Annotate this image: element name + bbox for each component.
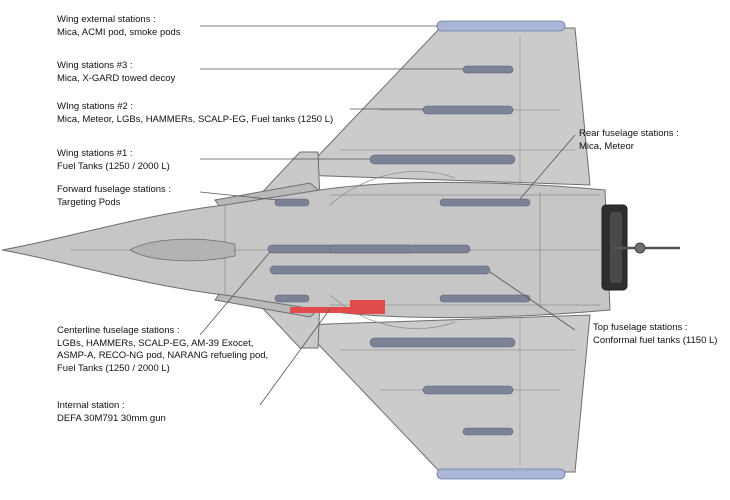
canopy — [129, 238, 236, 262]
wing-2-title: WIng stations #2 : — [57, 101, 134, 112]
top-fuselage-detail: Conformal fuel tanks (1150 L) — [593, 334, 718, 346]
wing-stations-1-label: Wing stations #1 : Fuel Tanks (1250 / 20… — [57, 148, 170, 173]
wingtip-pods — [436, 20, 566, 480]
wing-stations-3-label: Wing stations #3 : Mica, X-GARD towed de… — [57, 60, 175, 85]
refueling-probe-icon — [615, 242, 680, 254]
wing-external-detail: Mica, ACMI pod, smoke pods — [57, 26, 181, 38]
forward-fuselage-detail: Targeting Pods — [57, 196, 121, 208]
wing-1-title: Wing stations #1 : — [57, 148, 133, 159]
centerline-fuselage-stations-label: Centerline fuselage stations : LGBs, HAM… — [57, 325, 268, 375]
forward-fuselage-title: Forward fuselage stations : — [57, 184, 172, 195]
centerline-line-1: LGBs, HAMMERs, SCALP-EG, AM-39 Exocet, — [57, 337, 254, 349]
rear-fuselage-stations-label: Rear fuselage stations : Mica, Meteor — [579, 128, 679, 153]
wing-3-title: Wing stations #3 : — [57, 60, 133, 71]
internal-detail: DEFA 30M791 30mm gun — [57, 412, 166, 424]
internal-title: Internal station : — [57, 400, 125, 411]
wing-stations-2-label: WIng stations #2 : Mica, Meteor, LGBs, H… — [57, 101, 333, 126]
wing-external-stations-label: Wing external stations : Mica, ACMI pod,… — [57, 14, 181, 39]
wing-2-detail: Mica, Meteor, LGBs, HAMMERs, SCALP-EG, F… — [57, 113, 334, 125]
centerline-line-3: Fuel Tanks (1250 / 2000 L) — [57, 362, 170, 374]
centerline-title: Centerline fuselage stations : — [57, 325, 180, 336]
internal-station-label: Internal station : DEFA 30M791 30mm gun — [57, 400, 166, 425]
wing-3-detail: Mica, X-GARD towed decoy — [57, 72, 176, 84]
weapon-station-pods — [267, 65, 531, 436]
centerline-line-2: ASMP-A, RECO-NG pod, NARANG refueling po… — [57, 350, 269, 361]
forward-fuselage-stations-label: Forward fuselage stations : Targeting Po… — [57, 184, 171, 209]
gun-icon — [290, 300, 385, 314]
rear-fuselage-detail: Mica, Meteor — [579, 140, 634, 152]
wing-1-detail: Fuel Tanks (1250 / 2000 L) — [57, 160, 170, 172]
top-fuselage-title: Top fuselage stations : — [593, 322, 688, 333]
top-fuselage-stations-label: Top fuselage stations : Conformal fuel t… — [593, 322, 717, 347]
rear-fuselage-title: Rear fuselage stations : — [579, 128, 679, 139]
wing-external-title: Wing external stations : — [57, 14, 156, 25]
leader-lines — [199, 25, 576, 406]
